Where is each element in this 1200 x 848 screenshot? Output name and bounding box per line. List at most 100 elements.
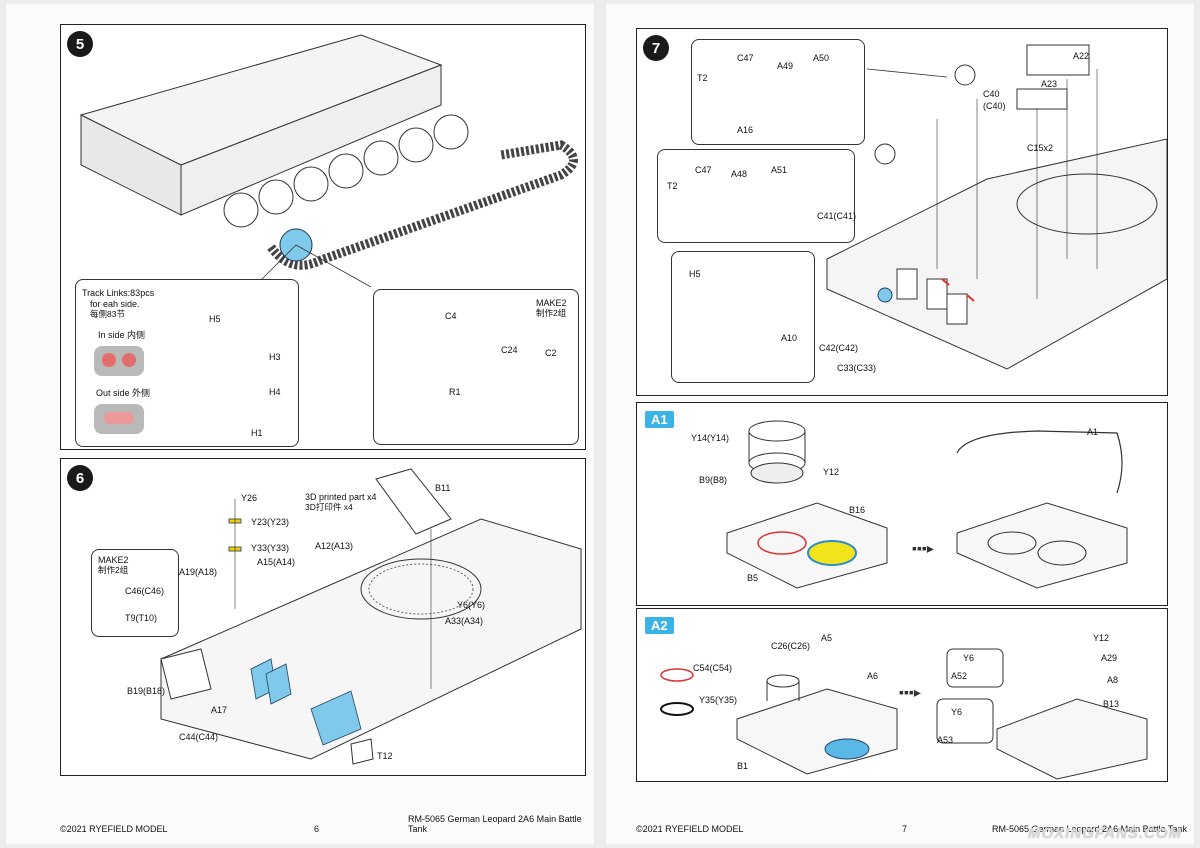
part-label: B19(B18) bbox=[127, 686, 166, 696]
kit-title-right: RM-5065 German Leopard 2A6 Main Battle T… bbox=[992, 824, 1187, 834]
step6-number: 6 bbox=[67, 465, 93, 491]
track-note-line3: 每侧83节 bbox=[90, 309, 125, 319]
part-label: C4 bbox=[445, 311, 457, 321]
part-label: A19(A18) bbox=[179, 567, 218, 577]
part-label: C40 bbox=[983, 89, 1000, 99]
part-label: A1 bbox=[1087, 427, 1099, 437]
part-label: B9(B8) bbox=[699, 475, 728, 485]
inset-a49 bbox=[691, 39, 865, 145]
step6-panel: 6 3D printed part x4 3D打印件 x4 MAKE2 制作2组… bbox=[60, 458, 586, 776]
part-label: A51 bbox=[771, 165, 788, 175]
step7-drawing bbox=[826, 44, 1167, 370]
part-label: Y14(Y14) bbox=[691, 433, 730, 443]
outside-label: Out side 外侧 bbox=[96, 388, 151, 398]
part-label: A48 bbox=[731, 169, 748, 179]
page-number-left: 6 bbox=[314, 824, 320, 834]
part-label: B1 bbox=[737, 761, 749, 771]
part-label: Y12 bbox=[823, 467, 840, 477]
kit-title-left: RM-5065 German Leopard 2A6 Main Battle T… bbox=[408, 814, 582, 834]
stepA1-panel: A1 ▪▪▪▸ Y14(Y14) B9(B8) Y12 B16 B5 A1 bbox=[636, 402, 1168, 606]
stepA2-drawing: ▪▪▪▸ bbox=[660, 648, 1148, 780]
page-number-right: 7 bbox=[902, 824, 908, 834]
part-label: A33(A34) bbox=[445, 616, 484, 626]
part-label: A8 bbox=[1107, 675, 1119, 685]
part-label: C15x2 bbox=[1027, 143, 1054, 153]
part-label: T12 bbox=[377, 751, 393, 761]
track-link-inset: Track Links:83pcs for eah side. 每侧83节 In… bbox=[75, 279, 299, 447]
inset-a48 bbox=[657, 149, 855, 243]
part-label: H5 bbox=[689, 269, 701, 279]
make2-cn-label: 制作2组 bbox=[98, 565, 129, 575]
part-label: A22 bbox=[1073, 51, 1090, 61]
svg-text:▪▪▪▸: ▪▪▪▸ bbox=[912, 540, 934, 556]
stepA2-panel: A2 ▪▪▪▸ C26(C26) A5 C54(C54) A6 Y35(Y35)… bbox=[636, 608, 1168, 782]
part-label: Y23(Y23) bbox=[251, 517, 290, 527]
part-label: Y6(Y6) bbox=[457, 600, 486, 610]
left-page: 5 bbox=[6, 4, 594, 844]
part-label: (C40) bbox=[983, 101, 1006, 111]
part-label: B5 bbox=[747, 573, 759, 583]
part-label: A50 bbox=[813, 53, 830, 63]
part-label: C24 bbox=[501, 345, 518, 355]
part-label: B13 bbox=[1103, 699, 1120, 709]
part-label: R1 bbox=[449, 387, 461, 397]
step6-drawing bbox=[160, 468, 582, 765]
part-label: Y6 bbox=[951, 707, 963, 717]
track-note-line1: Track Links:83pcs bbox=[82, 288, 155, 298]
part-label: T2 bbox=[697, 73, 708, 83]
printed-note: 3D printed part x4 bbox=[305, 492, 377, 502]
inset-a10 bbox=[671, 251, 815, 383]
part-label: Y26 bbox=[241, 493, 258, 503]
part-label: C47 bbox=[737, 53, 754, 63]
part-label: H1 bbox=[251, 428, 263, 438]
track-note-line2: for eah side. bbox=[90, 299, 140, 309]
stepA2-tag: A2 bbox=[645, 617, 674, 634]
svg-text:▪▪▪▸: ▪▪▪▸ bbox=[899, 684, 921, 700]
part-label: A52 bbox=[951, 671, 968, 681]
part-label: A5 bbox=[821, 633, 833, 643]
outside-link-image bbox=[94, 404, 144, 434]
part-label: C44(C44) bbox=[179, 732, 219, 742]
part-label: C46(C46) bbox=[125, 586, 165, 596]
inside-label: In side 内侧 bbox=[98, 330, 146, 340]
watermark-logo: MOXINGFANS.COM bbox=[1027, 825, 1182, 842]
part-label: A15(A14) bbox=[257, 557, 296, 567]
part-label: H4 bbox=[269, 387, 281, 397]
part-label: A49 bbox=[777, 61, 794, 71]
right-page: 7 T2 C47 A49 A50 A16 A22 C40 (C40) A23 bbox=[606, 4, 1194, 844]
part-label: T2 bbox=[667, 181, 678, 191]
part-label: A16 bbox=[737, 125, 754, 135]
part-label: C26(C26) bbox=[771, 641, 811, 651]
make2-label: MAKE2 bbox=[536, 298, 567, 308]
part-label: Y33(Y33) bbox=[251, 543, 290, 553]
part-label: Y12 bbox=[1093, 633, 1110, 643]
part-label: C54(C54) bbox=[693, 663, 733, 673]
part-label: Y6 bbox=[963, 653, 975, 663]
part-label: Y35(Y35) bbox=[699, 695, 738, 705]
part-label: B16 bbox=[849, 505, 866, 515]
part-label: H5 bbox=[209, 314, 221, 324]
part-label: C2 bbox=[545, 348, 557, 358]
footer-copyright-left: ©2021 RYEFIELD MODEL bbox=[60, 824, 168, 834]
part-label: A17 bbox=[211, 705, 228, 715]
footer-copyright-right: ©2021 RYEFIELD MODEL bbox=[636, 824, 744, 834]
part-label: C42(C42) bbox=[819, 343, 859, 353]
part-label: A23 bbox=[1041, 79, 1058, 89]
step5-number: 5 bbox=[67, 31, 93, 57]
sprocket-inset: MAKE2 制作2组 bbox=[373, 289, 579, 445]
part-label: C47 bbox=[695, 165, 712, 175]
part-label: H3 bbox=[269, 352, 281, 362]
part-label: B11 bbox=[435, 483, 451, 493]
step7-panel: 7 T2 C47 A49 A50 A16 A22 C40 (C40) A23 bbox=[636, 28, 1168, 396]
stepA1-drawing: ▪▪▪▸ bbox=[726, 420, 1128, 589]
part-label: A29 bbox=[1101, 653, 1118, 663]
make2-cn-label: 制作2组 bbox=[536, 308, 567, 318]
make2-inset: MAKE2 制作2组 bbox=[91, 549, 179, 637]
part-label: C33(C33) bbox=[837, 363, 877, 373]
stepA1-tag: A1 bbox=[645, 411, 674, 428]
part-label: T9(T10) bbox=[125, 613, 158, 623]
make2-label: MAKE2 bbox=[98, 555, 129, 565]
step5-panel: 5 bbox=[60, 24, 586, 450]
inside-link-image bbox=[94, 346, 144, 376]
step7-number: 7 bbox=[643, 35, 669, 61]
